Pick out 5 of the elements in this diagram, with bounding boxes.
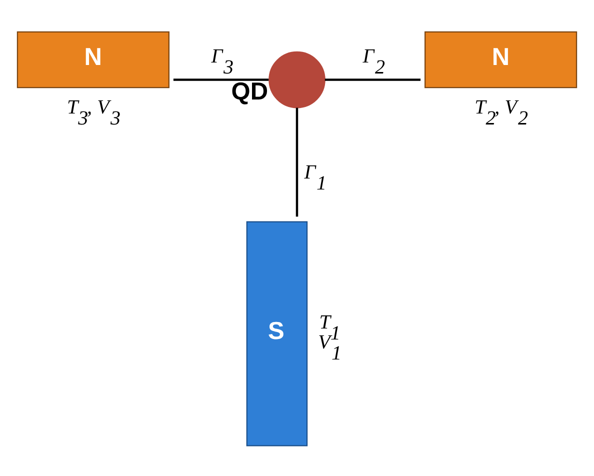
connector — [173, 78, 269, 80]
connector — [324, 78, 421, 80]
node-circle — [268, 50, 326, 108]
connector — [296, 107, 298, 216]
node-label: QD — [231, 78, 268, 105]
